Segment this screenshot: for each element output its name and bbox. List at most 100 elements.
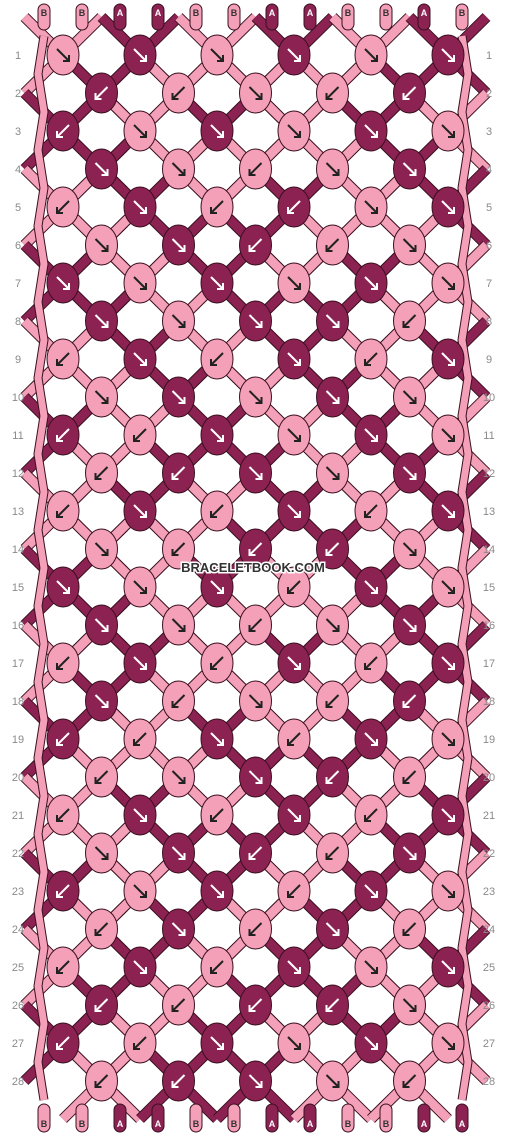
arrow-se-icon [287,428,301,442]
knot [200,1022,234,1064]
knot [431,566,465,608]
arrow-head-icon [371,891,378,898]
knot [354,262,388,304]
arrow-se-icon [287,504,301,518]
knot [162,72,195,114]
arrow-se-icon [248,466,263,480]
row-label-right: 20 [483,772,495,784]
arrow-se-icon [94,542,109,556]
arrow-se-icon [364,732,378,746]
arrow-head-icon [448,55,455,62]
row-label-left: 10 [12,392,24,404]
knot [200,110,234,152]
arrow-se-icon [210,124,224,138]
knot [354,718,388,760]
knot [162,224,195,266]
strand-label: A [421,1119,428,1129]
knot [200,566,234,608]
arrow-head-icon [217,739,224,746]
arrow-se-icon [364,200,378,214]
arrow-se-icon [56,276,70,290]
arrow-sw-icon [56,732,70,746]
knot [431,34,465,76]
row-label-left: 7 [15,278,21,290]
arrow-head-icon [371,739,378,746]
arrow-head-icon [171,1081,179,1088]
strand-label: B [345,8,352,18]
arrow-se-icon [441,352,455,366]
arrow-head-icon [133,435,140,442]
arrow-se-icon [441,1036,455,1050]
arrow-se-icon [56,48,70,62]
row-label-right: 22 [483,848,495,860]
strand-tab [417,1103,431,1133]
arrow-se-icon [210,580,224,594]
arrow-se-icon [325,314,340,328]
knot [123,414,157,456]
knot [277,262,311,304]
arrow-head-icon [448,131,455,138]
arrow-head-icon [210,359,217,366]
arrow-sw-icon [402,770,417,784]
knot [239,1060,272,1102]
row-label-right: 28 [483,1076,495,1088]
strand-tab [75,1103,89,1133]
arrow-se-icon [364,580,378,594]
row-label-right: 10 [483,392,495,404]
arrow-se-icon [171,314,186,328]
arrow-head-icon [56,663,63,670]
knot [277,186,311,228]
row-label-right: 14 [483,544,495,556]
watermark: BRACELETBOOK.COM [181,560,325,575]
arrow-head-icon [325,245,333,252]
arrow-se-icon [441,960,455,974]
strand-tab [151,1103,165,1133]
arrow-head-icon [402,777,410,784]
arrow-head-icon [63,283,70,290]
arrow-se-icon [248,1074,263,1088]
arrow-se-icon [441,580,455,594]
arrow-sw-icon [325,998,340,1012]
knot [85,984,118,1026]
arrow-head-icon [448,891,455,898]
arrow-head-icon [171,473,179,480]
knot [316,984,349,1026]
knot [162,680,195,722]
knot [46,642,80,684]
arrow-se-icon [441,124,455,138]
arrow-head-icon [255,93,263,100]
arrow-sw-icon [94,770,109,784]
knot [46,186,80,228]
knot [200,34,234,76]
knot [316,680,349,722]
arrow-se-icon [133,808,147,822]
knot [46,946,80,988]
knot [123,946,157,988]
arrow-se-icon [287,124,301,138]
knot [239,376,272,418]
knot [85,756,118,798]
arrow-se-icon [133,352,147,366]
arrow-sw-icon [248,998,263,1012]
arrow-head-icon [294,815,301,822]
knot [354,490,388,532]
strand-label: B [79,8,86,18]
arrow-sw-icon [210,200,224,214]
row-label-left: 13 [12,506,24,518]
knot [200,870,234,912]
arrow-head-icon [248,1005,256,1012]
arrow-sw-icon [94,998,109,1012]
arrow-head-icon [448,663,455,670]
knot [316,452,349,494]
arrow-head-icon [101,169,109,176]
arrow-head-icon [409,853,417,860]
strand-tab [303,3,317,31]
row-label-left: 5 [15,202,21,214]
arrow-se-icon [248,770,263,784]
row-label-right: 21 [483,810,495,822]
row-label-right: 12 [483,468,495,480]
arrow-head-icon [210,967,217,974]
row-label-right: 23 [483,886,495,898]
